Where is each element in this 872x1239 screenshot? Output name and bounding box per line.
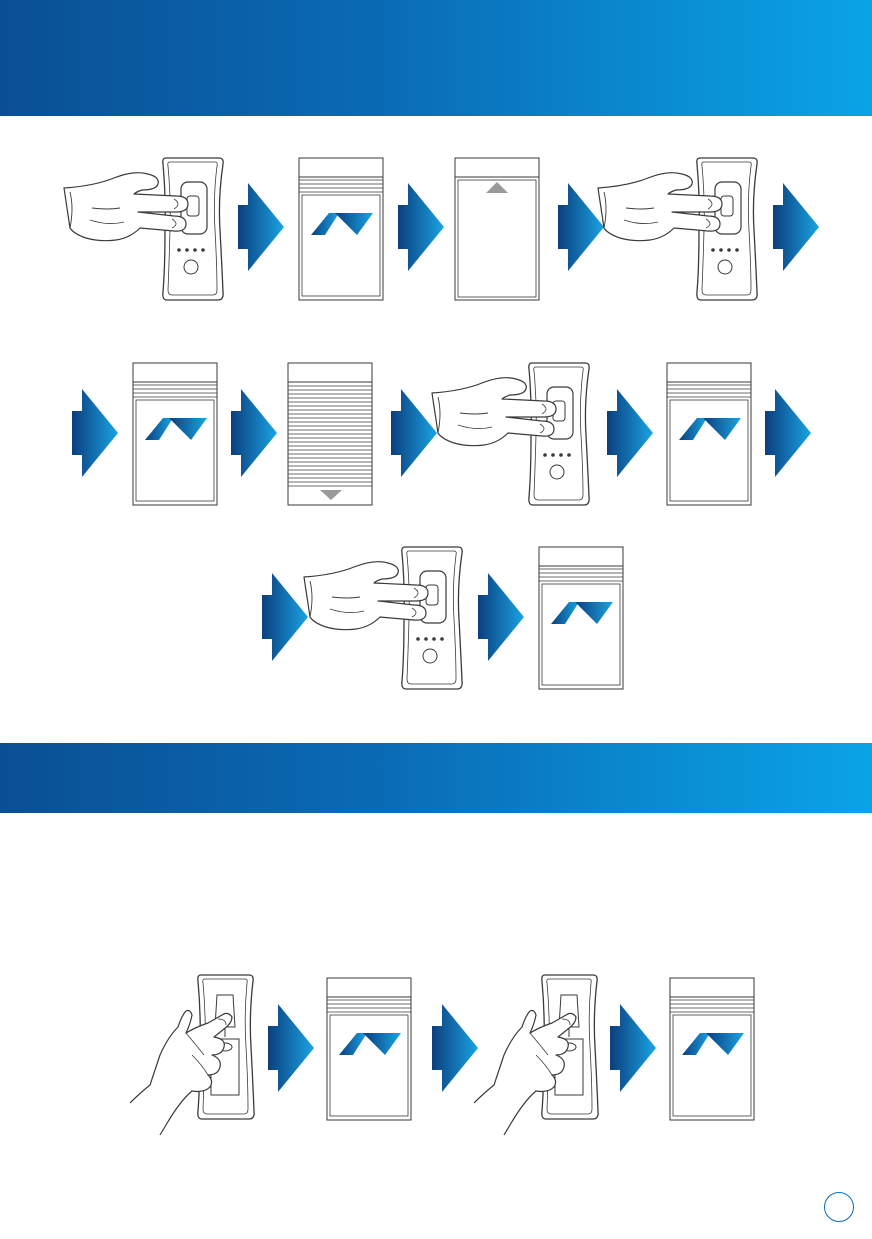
flow-arrow-icon <box>72 389 118 477</box>
flow-arrow-icon <box>268 1004 314 1092</box>
screen-logo-icon <box>299 158 383 300</box>
row-1 <box>63 157 819 301</box>
flow-arrow-icon <box>610 1004 656 1092</box>
flow-arrow-icon <box>432 1004 478 1092</box>
flow-arrow-icon <box>765 389 811 477</box>
flow-arrow-icon <box>238 183 284 271</box>
top-header-banner <box>0 0 872 116</box>
screen-logo-icon <box>670 978 754 1120</box>
screen-logo-icon <box>327 978 411 1120</box>
row-2 <box>72 362 811 506</box>
flow-arrow-icon <box>558 183 604 271</box>
flow-arrow-icon <box>262 573 308 661</box>
section-header-banner <box>0 743 872 813</box>
flow-arrow-icon <box>478 573 524 661</box>
flow-arrow-icon <box>231 389 277 477</box>
flow-arrow-icon <box>607 389 653 477</box>
screen-logo-icon <box>133 363 217 505</box>
screen-logo-icon <box>539 547 623 689</box>
flow-arrow-icon <box>391 389 437 477</box>
page-number-circle <box>824 1192 854 1222</box>
screen-arrow-up-icon <box>454 157 540 301</box>
row-4 <box>129 974 754 1136</box>
screen-arrow-down-icon <box>287 362 373 506</box>
screen-logo-icon <box>667 363 751 505</box>
row-3 <box>262 546 623 690</box>
flow-arrow-icon <box>398 183 444 271</box>
flow-arrow-icon <box>773 183 819 271</box>
